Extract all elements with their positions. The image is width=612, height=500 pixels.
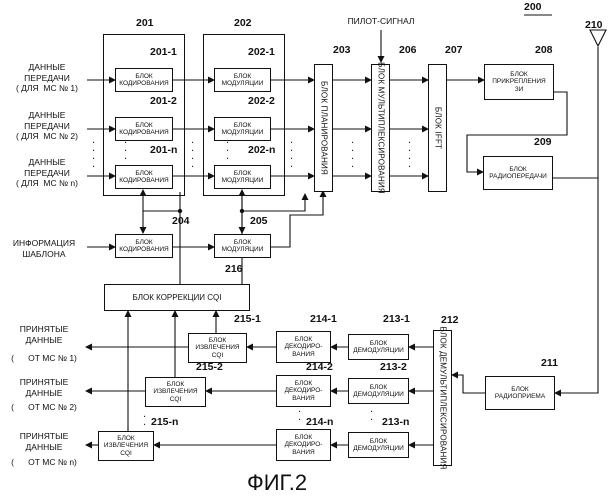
rx-data-label-1: ПРИНЯТЫЕ ДАННЫЕ [4, 324, 84, 345]
modulation-block-2: БЛОК МОДУЛЯЦИИ [214, 117, 271, 141]
ref-204: 204 [172, 215, 190, 227]
ref-215-1: 215-1 [234, 313, 261, 325]
ref-213-1: 213-1 [383, 313, 410, 325]
ref-212: 212 [441, 314, 459, 326]
multiplexing-block-label: БЛОК МУЛЬТИПЛЕКСИРОВАНИЯ [376, 62, 385, 194]
decoding-block-n: БЛОК ДЕКОДИРО- ВАНИЯ [276, 429, 331, 461]
ref-201-2: 201-2 [150, 95, 177, 107]
modulation-block-n: БЛОК МОДУЛЯЦИИ [214, 165, 271, 189]
tx-data-label-n: ДАННЫЕ ПЕРЕДАЧИ ( ДЛЯ МС № n) [8, 157, 86, 189]
cqi-correction-block: БЛОК КОРРЕКЦИИ CQI [104, 284, 250, 311]
demultiplexing-block-label: БЛОК ДЕМУЛЬТИПЛЕКСИРОВАНИЯ [438, 327, 447, 470]
continuation-dots: ···· [191, 140, 194, 172]
ref-215-n: 215-n [151, 416, 178, 428]
demodulation-block-1: БЛОК ДЕМОДУЛЯЦИИ [348, 334, 409, 360]
decoding-block-2: БЛОК ДЕКОДИРО- ВАНИЯ [276, 375, 331, 407]
continuation-dots: ··· [124, 140, 127, 164]
demodulation-block-2: БЛОК ДЕМОДУЛЯЦИИ [348, 378, 409, 404]
ref-202: 202 [234, 17, 252, 29]
pilot-signal-label: ПИЛОТ-СИГНАЛ [338, 16, 424, 27]
ifft-block-label: БЛОК IFFT [433, 107, 442, 149]
radio-reception-block: БЛОК РАДИОПРИЕМА [485, 376, 555, 410]
cqi-extraction-block-n: БЛОК ИЗВЛЕЧЕНИЯ CQI [98, 431, 154, 461]
ref-210: 210 [585, 19, 603, 31]
ref-209: 209 [534, 136, 552, 148]
ref-201-n: 201-n [150, 144, 177, 156]
demodulation-block-n: БЛОК ДЕМОДУЛЯЦИИ [348, 432, 409, 458]
tx-data-label-2: ДАННЫЕ ПЕРЕДАЧИ ( ДЛЯ МС № 2) [8, 110, 86, 142]
ref-214-n: 214-n [306, 416, 333, 428]
template-modulation-block: БЛОК МОДУЛЯЦИИ [214, 234, 271, 258]
ref-202-2: 202-2 [248, 95, 275, 107]
cqi-extraction-block-1: БЛОК ИЗВЛЕЧЕНИЯ CQI [188, 333, 247, 363]
cqi-extraction-block-2: БЛОК ИЗВЛЕЧЕНИЯ CQI [145, 377, 206, 407]
decoding-block-1: БЛОК ДЕКОДИРО- ВАНИЯ [276, 331, 331, 363]
continuation-dots: ···· [92, 140, 95, 172]
template-coding-block: БЛОК КОДИРОВАНИЯ [115, 234, 173, 258]
cp-attach-block: БЛОК ПРИКРЕПЛЕНИЯ ЗИ [484, 64, 554, 100]
ref-216: 216 [225, 263, 243, 275]
continuation-dots: ··· [226, 140, 229, 164]
modulation-block-1: БЛОК МОДУЛЯЦИИ [214, 68, 271, 92]
rx-data-label-n: ПРИНЯТЫЕ ДАННЫЕ [4, 431, 84, 452]
ref-213-2: 213-2 [380, 361, 407, 373]
rx-source-label-1: ( ОТ МС № 1) [2, 353, 86, 364]
continuation-dots: ···· [408, 140, 411, 172]
ref-205: 205 [250, 215, 268, 227]
ref-201: 201 [136, 17, 154, 29]
coding-block-n: БЛОК КОДИРОВАНИЯ [115, 165, 173, 189]
continuation-dots: ·· [143, 414, 146, 430]
figure-number: 200 [524, 1, 542, 13]
ref-208: 208 [535, 44, 553, 56]
radio-transmission-block: БЛОК РАДИОПЕРЕДАЧИ [483, 156, 553, 190]
tx-data-label-1: ДАННЫЕ ПЕРЕДАЧИ ( ДЛЯ МС № 1) [8, 62, 86, 94]
continuation-dots: ···· [290, 140, 293, 172]
ref-203: 203 [333, 44, 351, 56]
rx-source-label-n: ( ОТ МС № n) [2, 457, 86, 468]
antenna-icon [590, 30, 606, 46]
ref-207: 207 [445, 44, 463, 56]
ref-211: 211 [541, 357, 558, 369]
continuation-dots: ·· [298, 409, 301, 425]
ref-214-1: 214-1 [310, 313, 337, 325]
ref-202-1: 202-1 [248, 46, 275, 58]
scheduling-block-label: БЛОК ПЛАНИРОВАНИЯ [319, 81, 328, 175]
template-info-label: ИНФОРМАЦИЯ ШАБЛОНА [2, 238, 86, 259]
continuation-dots: ···· [351, 140, 354, 172]
ref-206: 206 [399, 44, 417, 56]
continuation-dots: ·· [370, 409, 373, 425]
rx-source-label-2: ( ОТ МС № 2) [2, 402, 86, 413]
ref-202-n: 202-n [248, 144, 275, 156]
rx-data-label-2: ПРИНЯТЫЕ ДАННЫЕ [4, 377, 84, 398]
ref-213-n: 213-n [382, 416, 409, 428]
figure-caption: ФИГ.2 [247, 470, 307, 496]
coding-block-1: БЛОК КОДИРОВАНИЯ [115, 68, 173, 92]
ref-201-1: 201-1 [150, 46, 177, 58]
